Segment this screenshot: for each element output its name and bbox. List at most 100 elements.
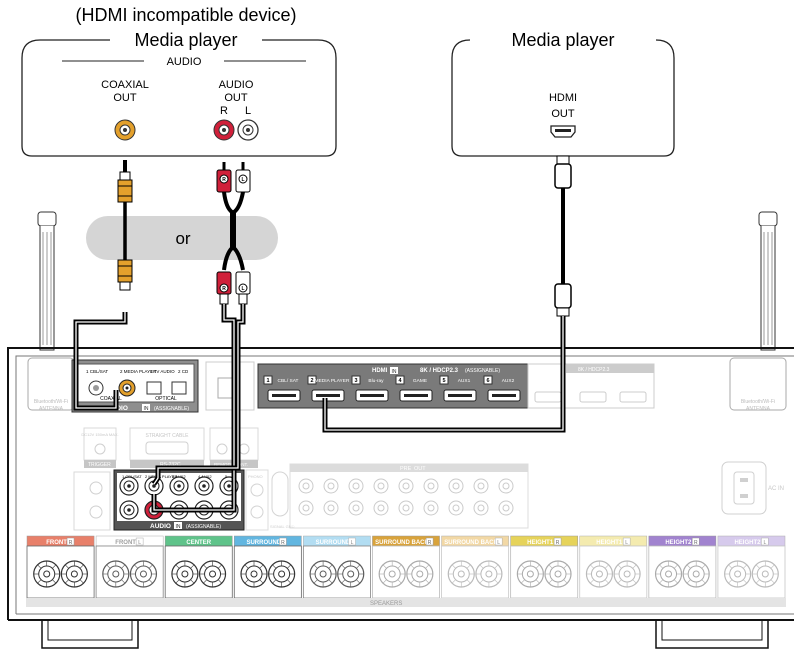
audio-out-label: OUT bbox=[224, 92, 248, 104]
svg-text:1 CBL/SAT: 1 CBL/SAT bbox=[122, 474, 142, 479]
zone-panel bbox=[73, 471, 111, 531]
hdmi-plug-bottom-icon bbox=[554, 283, 572, 317]
speaker-group-label: HEIGHT2 bbox=[665, 540, 692, 546]
audio-in-jack-icon bbox=[119, 500, 139, 520]
pre-out-panel: PRE OUT bbox=[289, 463, 529, 529]
digital-audio-panel: 1 CBL/SAT 2 MEDIA PLAYER 1 TV AUDIO 2 CD… bbox=[71, 359, 199, 413]
rca-plug-bottom-r-icon: R bbox=[216, 271, 232, 305]
svg-text:IN: IN bbox=[392, 369, 397, 375]
svg-text:AUDIO: AUDIO bbox=[150, 523, 171, 530]
control-ports: DC12V 150mA MAX. STRAIGHT CABLE TRIGGER … bbox=[81, 427, 259, 468]
svg-text:R: R bbox=[222, 177, 226, 183]
audio-in-jack-icon bbox=[194, 476, 214, 496]
speaker-group-label: FRONT bbox=[46, 540, 67, 546]
hdmi-in-port-3: 3 Blu-ray bbox=[351, 375, 389, 402]
coax-plug-top-icon bbox=[117, 171, 133, 203]
svg-text:R: R bbox=[69, 540, 73, 546]
svg-text:Bluetooth/Wi-Fi: Bluetooth/Wi-Fi bbox=[741, 399, 775, 405]
svg-text:Bluetooth/Wi-Fi: Bluetooth/Wi-Fi bbox=[34, 399, 68, 405]
svg-text:R: R bbox=[281, 540, 285, 546]
audio-label: AUDIO bbox=[219, 79, 254, 91]
svg-text:1 CBL/SAT: 1 CBL/SAT bbox=[86, 369, 108, 374]
analog-audio-in-panel: 1 CBL/SAT 2 MEDIA PLAYER 3 AUX2 4 AUX2 5… bbox=[113, 469, 245, 531]
audio-out-l-jack-icon bbox=[237, 119, 259, 141]
hdmi-incompatible-note: (HDMI incompatible device) bbox=[75, 5, 296, 25]
hdmi-out-port-icon bbox=[550, 125, 576, 138]
speaker-group-label: SURROUND BACK bbox=[375, 540, 429, 546]
hdmi-port-label: MEDIA PLAYER bbox=[315, 378, 350, 384]
audio-in-jack-icon bbox=[169, 476, 189, 496]
svg-text:8K / HDCP2.3: 8K / HDCP2.3 bbox=[578, 367, 610, 373]
svg-text:1 TV AUDIO: 1 TV AUDIO bbox=[150, 369, 175, 374]
speaker-group: CENTER bbox=[164, 535, 233, 599]
speaker-group-label: SURROUND bbox=[316, 540, 351, 546]
svg-text:IN: IN bbox=[176, 524, 181, 530]
left-media-player: Media player AUDIO COAXIAL OUT AUDIO OUT… bbox=[21, 30, 337, 157]
svg-text:R: R bbox=[556, 540, 560, 546]
svg-text:2 MEDIA PLAYER: 2 MEDIA PLAYER bbox=[145, 474, 177, 479]
svg-text:TRIGGER: TRIGGER bbox=[88, 462, 111, 468]
svg-text:L: L bbox=[241, 177, 244, 183]
svg-text:PHONO: PHONO bbox=[248, 474, 263, 479]
svg-text:R: R bbox=[428, 540, 432, 546]
svg-text:(ASSIGNABLE): (ASSIGNABLE) bbox=[154, 406, 189, 412]
bt-antenna-terminal-right: Bluetooth/Wi-Fi ANTENNA bbox=[729, 357, 787, 412]
speaker-group-label: FRONT bbox=[115, 540, 136, 546]
svg-text:IN: IN bbox=[144, 406, 149, 412]
bt-antenna-terminal-left: Bluetooth/Wi-Fi ANTENNA bbox=[27, 357, 75, 412]
hdmi-out-label: OUT bbox=[551, 108, 575, 120]
svg-text:OUT: OUT bbox=[414, 466, 426, 472]
svg-text:8K / HDCP2.3: 8K / HDCP2.3 bbox=[420, 368, 459, 374]
speaker-group-label: SURROUND bbox=[246, 540, 281, 546]
svg-text:6: 6 bbox=[486, 378, 489, 384]
phono-panel: PHONO SIGNAL GND bbox=[245, 469, 295, 531]
rca-plug-top-r-icon: R bbox=[216, 169, 232, 193]
svg-text:2: 2 bbox=[310, 378, 313, 384]
speaker-group-label: HEIGHT1 bbox=[527, 540, 554, 546]
left-antenna-icon bbox=[37, 211, 57, 351]
svg-text:1: 1 bbox=[266, 378, 269, 384]
svg-text:L: L bbox=[351, 540, 354, 546]
svg-text:ANTENNA: ANTENNA bbox=[746, 406, 771, 412]
right-media-player: Media player HDMI OUT bbox=[451, 30, 675, 157]
hdmi-label: HDMI bbox=[549, 92, 577, 104]
left-device-title: Media player bbox=[134, 30, 237, 50]
svg-text:OPTICAL: OPTICAL bbox=[155, 396, 177, 402]
svg-text:2 CD: 2 CD bbox=[178, 369, 189, 374]
svg-text:AC IN: AC IN bbox=[768, 486, 784, 492]
svg-text:REMOTE CONT.: REMOTE CONT. bbox=[214, 462, 248, 467]
svg-text:R: R bbox=[694, 540, 698, 546]
svg-text:L: L bbox=[763, 540, 766, 546]
svg-text:L: L bbox=[497, 540, 500, 546]
cables: R L R L bbox=[73, 155, 572, 513]
l-channel-label: L bbox=[245, 105, 251, 117]
audio-in-jack-icon bbox=[119, 476, 139, 496]
coaxial-label: COAXIAL bbox=[101, 79, 149, 91]
svg-text:5: 5 bbox=[442, 378, 445, 384]
svg-text:2 MEDIA PLAYER: 2 MEDIA PLAYER bbox=[120, 369, 157, 374]
svg-text:HDMI: HDMI bbox=[372, 368, 388, 374]
hdmi-port-label: AUX2 bbox=[502, 378, 515, 384]
av-receiver: Bluetooth/Wi-Fi ANTENNA Bluetooth/Wi-Fi … bbox=[7, 211, 794, 649]
speaker-group-label: CENTER bbox=[186, 540, 211, 546]
hdmi-port-label: Blu-ray bbox=[368, 378, 384, 384]
svg-text:5: 5 bbox=[225, 474, 228, 479]
svg-text:ANTENNA: ANTENNA bbox=[39, 406, 64, 412]
hdmi-port-label: AUX1 bbox=[458, 378, 471, 384]
svg-text:L: L bbox=[625, 540, 628, 546]
svg-text:3: 3 bbox=[354, 378, 357, 384]
hdmi-output-panel: 8K / HDCP2.3 bbox=[527, 363, 655, 409]
coaxial-out-jack-icon bbox=[114, 119, 136, 141]
hdmi-port-label: CBL/ SAT bbox=[278, 378, 299, 384]
right-device-title: Media player bbox=[511, 30, 614, 50]
